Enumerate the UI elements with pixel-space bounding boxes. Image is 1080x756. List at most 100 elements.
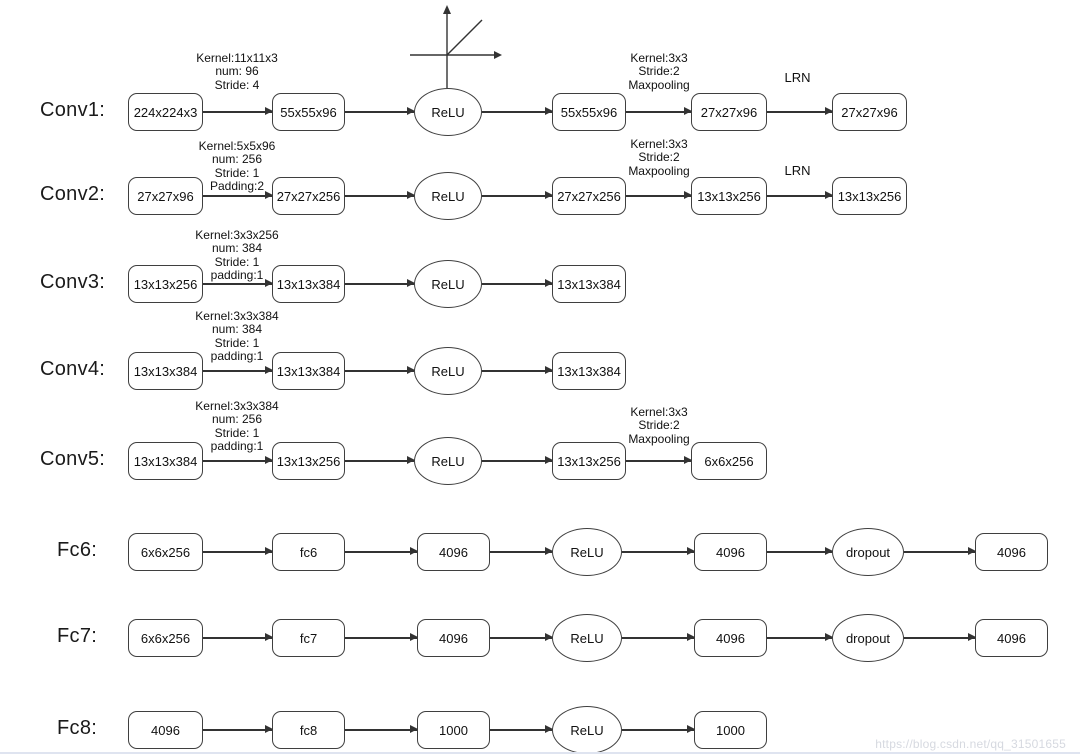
- conv2-relu-ellipse: ReLU: [414, 172, 482, 220]
- bottom-divider: [0, 752, 1080, 754]
- conv2-relu-output-box: 27x27x256: [552, 177, 626, 215]
- fc8-input-box: 4096: [128, 711, 203, 749]
- conv3-arrow-2: [482, 280, 553, 287]
- fc7-relu-ellipse: ReLU: [552, 614, 622, 662]
- conv1-kernel-annotation: Kernel:11x11x3 num: 96 Stride: 4: [196, 51, 278, 92]
- conv1-lrn-annotation: LRN: [784, 70, 811, 85]
- conv4-conv-output-box: 13x13x384: [272, 352, 345, 390]
- conv5-label: Conv5:: [40, 448, 106, 470]
- fc8-arrow-2: [490, 726, 553, 733]
- fc7-input-box: 6x6x256: [128, 619, 203, 657]
- conv1-arrow-2: [482, 108, 553, 115]
- conv5-relu-ellipse: ReLU: [414, 437, 482, 485]
- fc7-dropout-ellipse: dropout: [832, 614, 904, 662]
- conv4-label: Conv4:: [40, 358, 106, 380]
- conv5-arrow-1: [345, 457, 415, 464]
- fc6-output-box: 4096: [417, 533, 490, 571]
- conv2-arrow-0: [203, 192, 273, 199]
- conv2-conv-output-box: 27x27x256: [272, 177, 345, 215]
- conv5-maxpool-annotation: Kernel:3x3 Stride:2 Maxpooling: [628, 405, 690, 446]
- conv1-arrow-3: [626, 108, 692, 115]
- fc6-arrow-4: [767, 548, 833, 555]
- fc7-layer-box: fc7: [272, 619, 345, 657]
- conv2-input-box: 27x27x96: [128, 177, 203, 215]
- fc6-arrow-5: [904, 548, 976, 555]
- fc8-label: Fc8:: [57, 717, 98, 739]
- fc8-arrow-0: [203, 726, 273, 733]
- conv2-pool-output-box: 13x13x256: [691, 177, 767, 215]
- conv3-arrow-0: [203, 280, 273, 287]
- fc6-dropout-output-box: 4096: [975, 533, 1048, 571]
- conv5-relu-output-box: 13x13x256: [552, 442, 626, 480]
- fc8-layer-box: fc8: [272, 711, 345, 749]
- conv2-arrow-2: [482, 192, 553, 199]
- fc8-output-box: 1000: [417, 711, 490, 749]
- conv1-pool-output-box: 27x27x96: [691, 93, 767, 131]
- conv1-input-box: 224x224x3: [128, 93, 203, 131]
- fc6-layer-box: fc6: [272, 533, 345, 571]
- fc6-arrow-2: [490, 548, 553, 555]
- conv4-arrow-0: [203, 367, 273, 374]
- fc6-arrow-1: [345, 548, 418, 555]
- conv5-input-box: 13x13x384: [128, 442, 203, 480]
- fc6-input-box: 6x6x256: [128, 533, 203, 571]
- fc7-arrow-2: [490, 634, 553, 641]
- conv2-arrow-4: [767, 192, 833, 199]
- conv4-relu-output-box: 13x13x384: [552, 352, 626, 390]
- csdn-watermark: https://blog.csdn.net/qq_31501655: [875, 737, 1066, 751]
- conv3-label: Conv3:: [40, 271, 106, 293]
- conv1-arrow-0: [203, 108, 273, 115]
- conv2-lrn-output-box: 13x13x256: [832, 177, 907, 215]
- conv1-label: Conv1:: [40, 99, 106, 121]
- conv2-arrow-1: [345, 192, 415, 199]
- conv1-arrow-1: [345, 108, 415, 115]
- fc7-arrow-5: [904, 634, 976, 641]
- fc7-output-box: 4096: [417, 619, 490, 657]
- conv3-kernel-annotation: Kernel:3x3x256 num: 384 Stride: 1 paddin…: [195, 228, 279, 283]
- conv1-relu-output-box: 55x55x96: [552, 93, 626, 131]
- fc8-relu-output-box: 1000: [694, 711, 767, 749]
- fc8-arrow-1: [345, 726, 418, 733]
- conv3-input-box: 13x13x256: [128, 265, 203, 303]
- fc7-dropout-output-box: 4096: [975, 619, 1048, 657]
- conv1-conv-output-box: 55x55x96: [272, 93, 345, 131]
- conv2-label: Conv2:: [40, 183, 106, 205]
- conv1-relu-ellipse: ReLU: [414, 88, 482, 136]
- conv5-arrow-0: [203, 457, 273, 464]
- fc6-arrow-0: [203, 548, 273, 555]
- conv3-relu-ellipse: ReLU: [414, 260, 482, 308]
- fc8-relu-ellipse: ReLU: [552, 706, 622, 754]
- fc7-relu-output-box: 4096: [694, 619, 767, 657]
- conv3-relu-output-box: 13x13x384: [552, 265, 626, 303]
- fc7-arrow-0: [203, 634, 273, 641]
- conv2-maxpool-annotation: Kernel:3x3 Stride:2 Maxpooling: [628, 137, 690, 178]
- conv5-conv-output-box: 13x13x256: [272, 442, 345, 480]
- conv4-input-box: 13x13x384: [128, 352, 203, 390]
- fc8-arrow-3: [622, 726, 695, 733]
- fc7-arrow-1: [345, 634, 418, 641]
- conv1-maxpool-annotation: Kernel:3x3 Stride:2 Maxpooling: [628, 51, 690, 92]
- conv2-lrn-annotation: LRN: [784, 163, 811, 178]
- relu-function-icon: [410, 5, 502, 88]
- fc7-arrow-4: [767, 634, 833, 641]
- conv4-kernel-annotation: Kernel:3x3x384 num: 384 Stride: 1 paddin…: [195, 309, 279, 364]
- fc6-dropout-ellipse: dropout: [832, 528, 904, 576]
- conv5-kernel-annotation: Kernel:3x3x384 num: 256 Stride: 1 paddin…: [195, 399, 279, 454]
- fc6-relu-ellipse: ReLU: [552, 528, 622, 576]
- fc6-arrow-3: [622, 548, 695, 555]
- conv2-kernel-annotation: Kernel:5x5x96 num: 256 Stride: 1 Padding…: [198, 139, 276, 194]
- conv4-arrow-1: [345, 367, 415, 374]
- conv5-pool-output-box: 6x6x256: [691, 442, 767, 480]
- conv4-arrow-2: [482, 367, 553, 374]
- conv1-lrn-output-box: 27x27x96: [832, 93, 907, 131]
- conv3-arrow-1: [345, 280, 415, 287]
- conv4-relu-ellipse: ReLU: [414, 347, 482, 395]
- conv2-arrow-3: [626, 192, 692, 199]
- fc7-arrow-3: [622, 634, 695, 641]
- conv5-arrow-3: [626, 457, 692, 464]
- conv3-conv-output-box: 13x13x384: [272, 265, 345, 303]
- conv1-arrow-4: [767, 108, 833, 115]
- fc6-relu-output-box: 4096: [694, 533, 767, 571]
- conv5-arrow-2: [482, 457, 553, 464]
